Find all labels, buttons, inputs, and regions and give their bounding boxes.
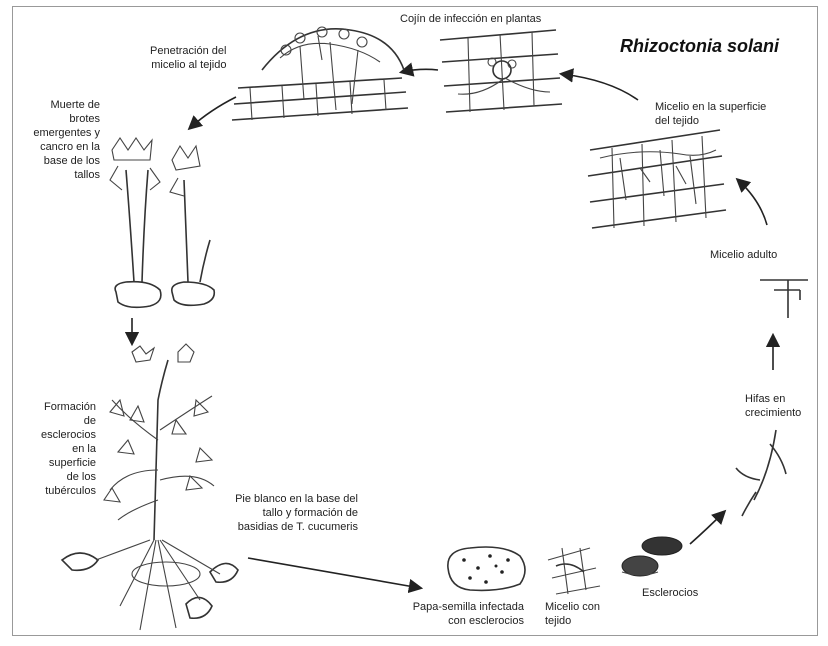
arrow-penetracion-to-muerte bbox=[190, 97, 236, 128]
seed-potato-drawing bbox=[448, 547, 525, 590]
arrow-superficie-to-cojin bbox=[562, 74, 638, 100]
surface-mycelium-drawing bbox=[588, 130, 726, 228]
label-esclerocios: Esclerocios bbox=[642, 586, 698, 600]
infection-cushion-drawing bbox=[440, 30, 562, 112]
label-formacion-esclerocios: Formación de esclerocios en la superfici… bbox=[20, 400, 96, 498]
label-muerte-brotes: Muerte de brotes emergentes y cancro en … bbox=[14, 98, 100, 182]
label-micelio-con-tejido: Micelio con tejido bbox=[545, 600, 600, 628]
arrow-pie-to-papa bbox=[248, 558, 420, 588]
growing-hyphae-drawing bbox=[736, 430, 786, 516]
label-pie-blanco: Pie blanco en la base del tallo y formac… bbox=[208, 492, 358, 534]
label-micelio-adulto: Micelio adulto bbox=[710, 248, 777, 262]
label-micelio-superficie: Micelio en la superficie del tejido bbox=[655, 100, 766, 128]
label-cojin-infeccion: Cojín de infección en plantas bbox=[400, 12, 541, 26]
sclerotia-drawing bbox=[622, 537, 682, 576]
label-hifas-crecimiento: Hifas en crecimiento bbox=[745, 392, 801, 420]
mycelium-tissue-drawing bbox=[548, 548, 600, 594]
diagram-title: Rhizoctonia solani bbox=[620, 36, 779, 57]
arrow-adulto-to-superficie bbox=[738, 180, 767, 225]
arrow-esclerocios-to-hifas bbox=[690, 512, 724, 544]
arrow-cojin-to-penetracion bbox=[402, 69, 438, 72]
dying-sprouts-drawing bbox=[110, 138, 214, 307]
label-penetracion-micelio: Penetración del micelio al tejido bbox=[150, 44, 226, 72]
adult-mycelium-drawing bbox=[760, 280, 808, 318]
penetration-tissue-drawing bbox=[232, 27, 408, 120]
label-papa-semilla: Papa-semilla infectada con esclerocios bbox=[384, 600, 524, 628]
